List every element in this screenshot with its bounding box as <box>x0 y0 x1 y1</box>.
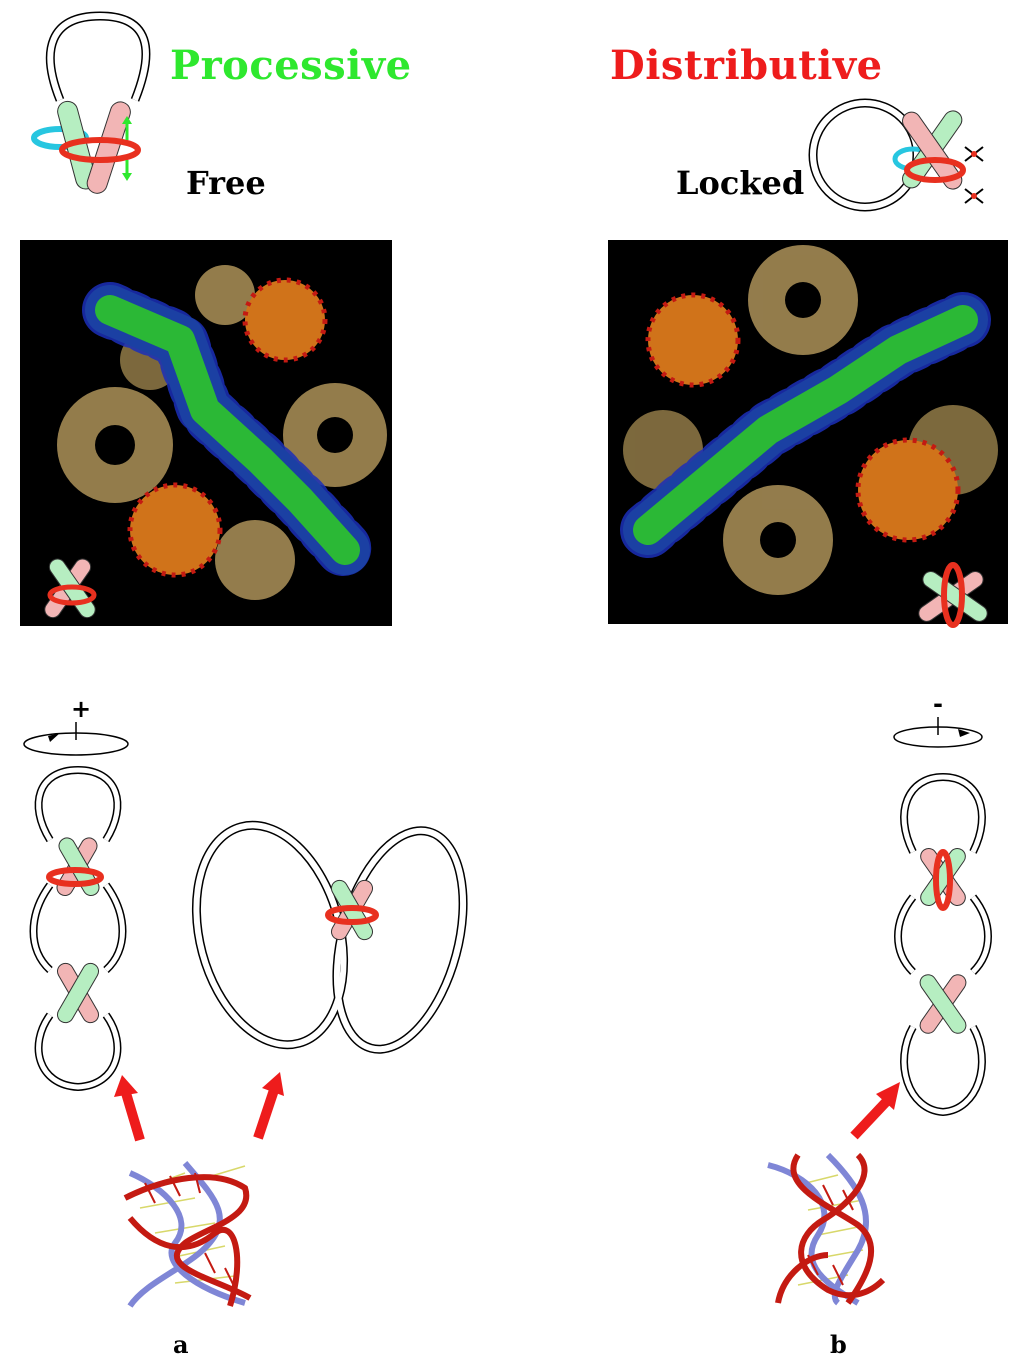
rotation-plus-sign: + <box>71 695 91 723</box>
protein-complex-right-image <box>608 240 1008 624</box>
rotation-arrow-left-icon <box>18 722 138 762</box>
rotation-minus-sign: - <box>933 690 943 718</box>
protein-complex-left-image <box>20 240 392 626</box>
processive-title: Processive <box>170 42 412 89</box>
free-label: Free <box>186 164 266 202</box>
supercoil-left-diagram <box>28 765 128 1105</box>
arrow-up-right-2-icon <box>848 1082 908 1142</box>
arrow-up-left-1-icon <box>112 1075 162 1145</box>
panel-label-a: a <box>173 1330 189 1359</box>
locked-label: Locked <box>676 164 804 202</box>
supercoil-right-diagram <box>888 772 998 1117</box>
panel-label-b: b <box>830 1330 847 1359</box>
free-loop-icon <box>20 10 170 210</box>
rotation-arrow-right-icon <box>888 717 988 757</box>
distributive-title: Distributive <box>610 42 883 89</box>
locked-loop-icon <box>805 95 1005 215</box>
dna-helix-left-image <box>125 1158 255 1308</box>
catenane-diagram <box>195 815 475 1065</box>
arrow-up-right-1-icon <box>248 1072 298 1142</box>
dna-helix-right-image <box>768 1155 893 1305</box>
